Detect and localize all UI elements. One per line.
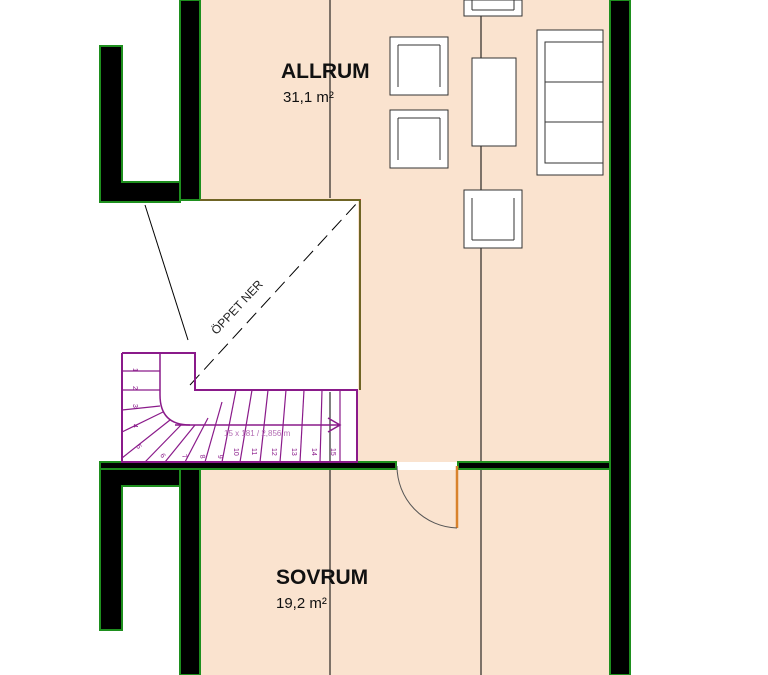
stair-direction-arrow bbox=[175, 417, 342, 433]
step-number: 3 bbox=[131, 404, 138, 408]
coffee-table bbox=[471, 57, 517, 147]
armchair-3 bbox=[463, 189, 523, 249]
step-number: 15 bbox=[329, 448, 336, 456]
step-number: 5 bbox=[134, 444, 142, 451]
room-area-sovrum: 19,2 m² bbox=[276, 595, 327, 612]
room-name-sovrum: SOVRUM bbox=[276, 566, 368, 589]
stair-step-numbers: 1 2 3 4 5 6 7 8 9 10 11 12 13 14 15 bbox=[131, 368, 336, 459]
step-number: 4 bbox=[131, 424, 138, 428]
armchair-1 bbox=[389, 36, 449, 96]
step-number: 9 bbox=[216, 455, 223, 460]
step-number: 12 bbox=[270, 448, 277, 456]
door-swing-arc bbox=[396, 465, 458, 529]
furniture bbox=[389, 0, 604, 249]
room-name-allrum: ALLRUM bbox=[281, 60, 370, 83]
sofa bbox=[536, 29, 604, 176]
armchair-top bbox=[463, 0, 523, 17]
void-label: ÖPPET NER bbox=[208, 277, 266, 337]
sovrum-floor bbox=[200, 470, 610, 675]
void-leader-line bbox=[144, 204, 189, 341]
void-opening: ÖPPET NER bbox=[144, 199, 361, 390]
door bbox=[396, 465, 459, 529]
wall-niche-lower bbox=[99, 463, 181, 631]
step-number: 1 bbox=[131, 368, 138, 372]
step-number: 14 bbox=[310, 448, 317, 456]
west-wall-upper bbox=[179, 0, 201, 201]
east-wall bbox=[609, 0, 631, 675]
walls bbox=[99, 0, 631, 675]
void-edge bbox=[200, 199, 361, 390]
stair-note: 15 x 181 / 2,856 m bbox=[224, 429, 291, 438]
partition-wall-right bbox=[457, 461, 611, 470]
stair-outline bbox=[121, 352, 358, 463]
step-number: 7 bbox=[180, 454, 188, 460]
step-number: 2 bbox=[131, 386, 138, 390]
step-number: 6 bbox=[158, 453, 166, 460]
step-number: 13 bbox=[290, 448, 297, 456]
wall-niche-upper bbox=[99, 45, 181, 203]
void-diagonal bbox=[189, 202, 358, 386]
step-number: 10 bbox=[232, 448, 239, 456]
room-area-allrum: 31,1 m² bbox=[283, 89, 334, 106]
step-number: 11 bbox=[250, 448, 257, 455]
stair-inner-curve bbox=[159, 353, 191, 426]
staircase bbox=[121, 352, 358, 463]
west-wall-lower bbox=[179, 463, 201, 675]
stair-treads bbox=[121, 370, 341, 463]
armchair-2 bbox=[389, 109, 449, 169]
partition-wall-left bbox=[99, 461, 397, 470]
step-number: 8 bbox=[198, 454, 206, 459]
